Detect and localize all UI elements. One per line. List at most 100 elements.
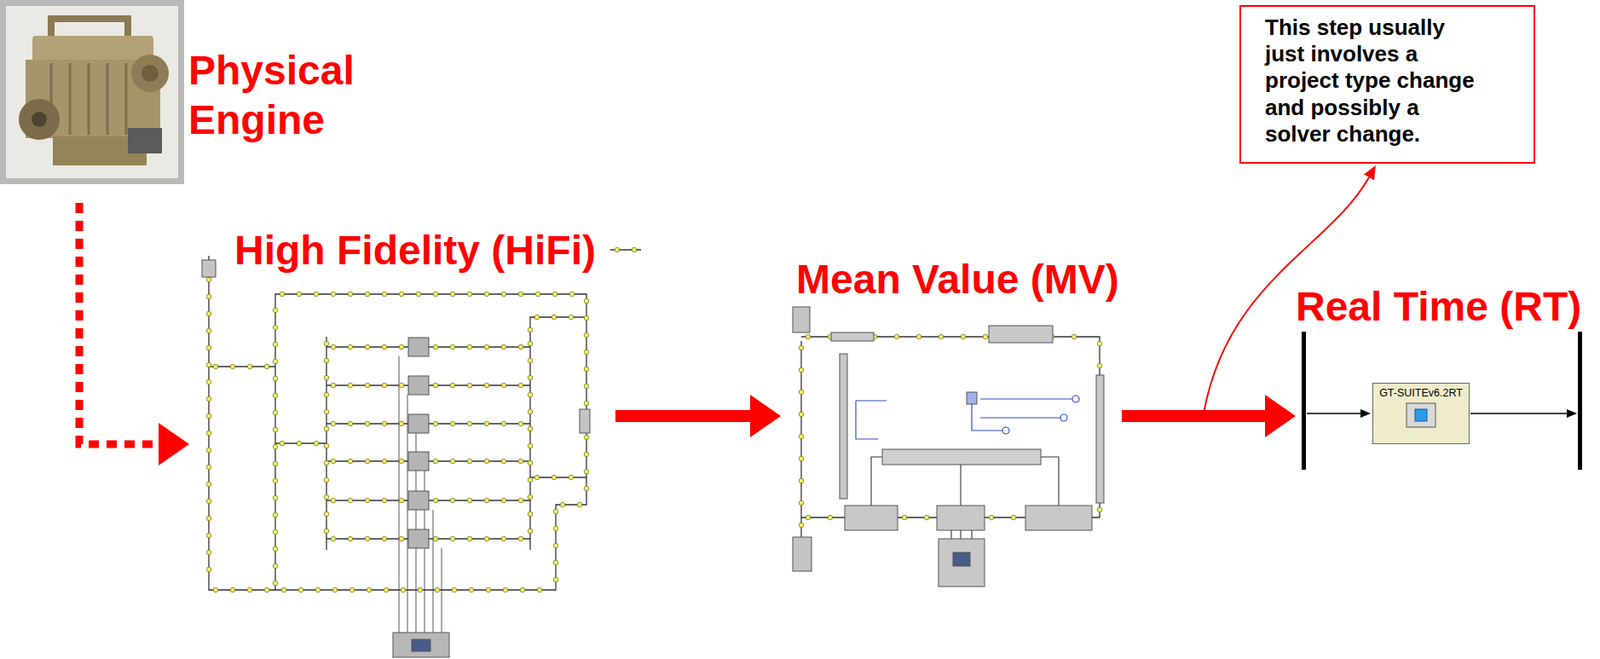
stage-block: High Fidelity (HiFi) (189, 226, 616, 659)
photo-ground (5, 5, 179, 179)
component-box (792, 537, 812, 572)
control-wire (855, 399, 887, 401)
junction-dot (206, 345, 212, 351)
callout-box: This step usually just involves a projec… (1239, 5, 1536, 164)
junction-dot (206, 498, 212, 504)
input-bar (1301, 331, 1306, 470)
junction-dot (467, 458, 473, 464)
block-label: GT-SUITEv6.2RT (1379, 387, 1463, 400)
junction-dot (398, 421, 405, 427)
junction-dot (347, 497, 353, 503)
junction-dot (433, 382, 439, 388)
junction-dot (264, 363, 270, 370)
dotted-arrow (79, 202, 159, 445)
control-wire (855, 400, 878, 439)
junction-dot (433, 344, 439, 350)
component-box (839, 353, 848, 499)
junction-dot (313, 440, 319, 446)
junction-dot (323, 494, 330, 500)
junction-dot (272, 341, 278, 347)
block-arrow (1121, 410, 1265, 422)
signal-wire (433, 509, 434, 633)
junction-dot (484, 458, 490, 464)
intake-pipe (51, 18, 128, 38)
junction-dot (206, 362, 212, 368)
junction-dot (323, 375, 330, 381)
junction-dot (398, 497, 405, 503)
mv-schematic (792, 306, 1104, 587)
flow-pipe-group (208, 249, 642, 590)
junction-dot (347, 291, 353, 297)
junction-dot (553, 577, 559, 583)
junction-dot (501, 458, 507, 464)
junction-dot (272, 495, 278, 501)
junction-dot (415, 291, 422, 297)
junction-dot (551, 314, 557, 320)
junction-dot (938, 334, 944, 340)
component-box (408, 529, 429, 549)
junction-dot (398, 458, 405, 464)
junction-dot (206, 566, 212, 572)
junction-dot (323, 340, 330, 347)
junction-dot (272, 410, 278, 416)
junction-dot (381, 382, 388, 388)
junction-dot (553, 508, 559, 515)
junction-dot (798, 411, 804, 417)
junction-dot (206, 549, 212, 555)
junction-dot (468, 587, 474, 593)
stage-title: High Fidelity (HiFi) (234, 226, 596, 274)
junction-dot (450, 291, 456, 297)
junction-dot (537, 587, 543, 593)
junction-dot (206, 277, 212, 283)
junction-dot (1097, 507, 1103, 513)
junction-dot (323, 392, 330, 398)
control-wire-group (855, 398, 1076, 439)
junction-dot (467, 536, 473, 542)
junction-dot (527, 409, 533, 415)
signal-wire (871, 456, 883, 506)
junction-dot (247, 587, 253, 593)
block-arrow (615, 410, 751, 422)
junction-dot (798, 522, 804, 528)
junction-dot (347, 344, 353, 350)
junction-dot (450, 421, 456, 427)
junction-dot (450, 458, 456, 464)
junction-dot (296, 440, 302, 446)
junction-dot (924, 514, 930, 520)
control-wire (980, 416, 1064, 418)
junction-dot (534, 314, 540, 320)
icon-frame (1406, 403, 1436, 428)
junction-dot (798, 500, 804, 506)
junction-dot (347, 458, 353, 464)
junction-dot (1010, 514, 1017, 520)
stage-title: Physical Engine (188, 46, 411, 145)
component-box-group (792, 306, 1104, 587)
junction-dot (982, 334, 988, 340)
junction-dot (527, 375, 533, 381)
signal-wire (970, 530, 972, 539)
pulley-hub (31, 111, 47, 128)
junction-dot (347, 382, 353, 388)
junction-dot (798, 478, 804, 484)
junction-dot (988, 514, 994, 520)
flow-pipe (428, 499, 531, 501)
junction-dot (272, 529, 278, 535)
junction-dot (323, 460, 330, 466)
junction-dot (323, 426, 330, 432)
junction-dot (518, 382, 524, 388)
junction-dot (467, 382, 473, 388)
junction-dot (281, 587, 287, 593)
junction-dot (527, 358, 533, 364)
sensor (1002, 427, 1010, 434)
junction-dot (206, 532, 212, 538)
flow-pipe (428, 346, 531, 347)
junction-dot (272, 427, 278, 433)
junction-dot (213, 587, 219, 593)
junction-dot (298, 587, 304, 593)
junction-dot (518, 497, 524, 503)
junction-dot (527, 528, 533, 534)
starter (127, 127, 162, 154)
flow-pipe (428, 537, 531, 539)
junction-dot (484, 536, 490, 542)
